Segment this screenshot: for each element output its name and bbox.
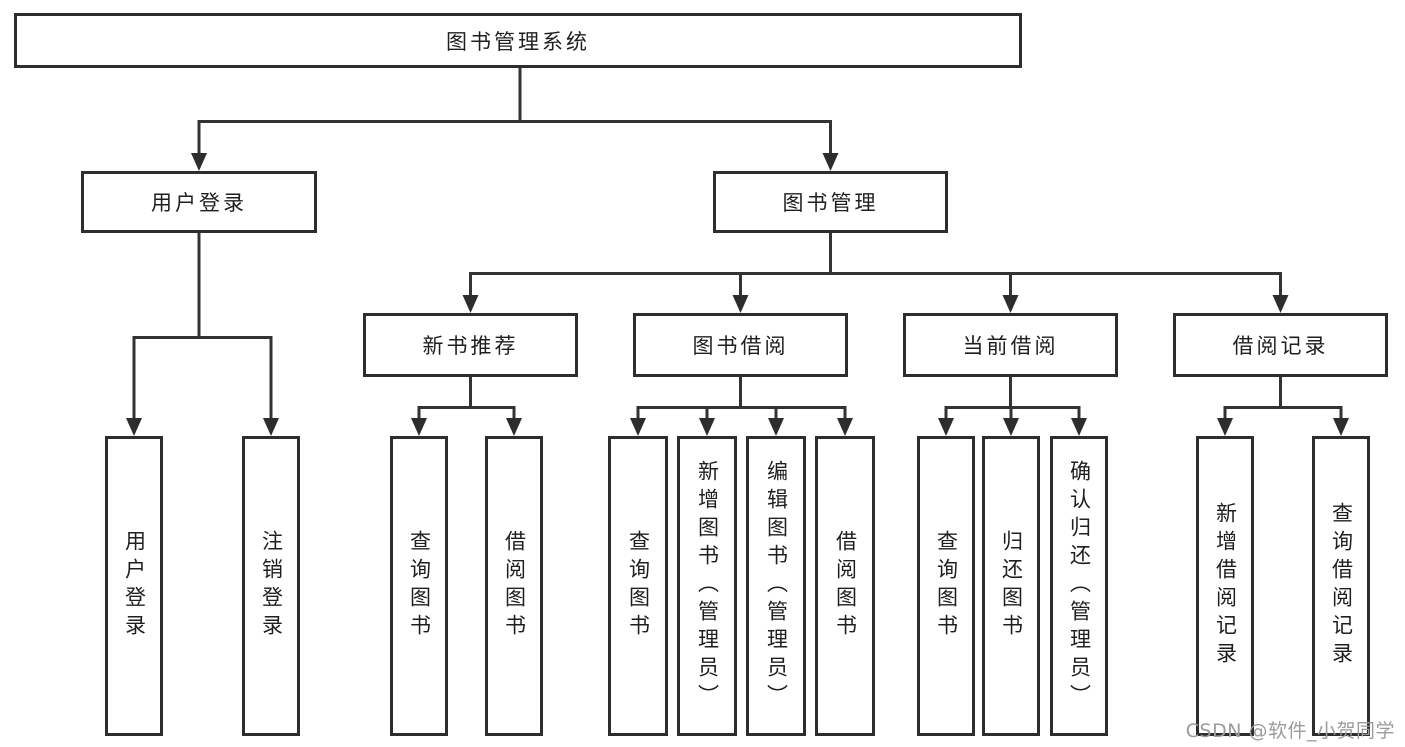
edge-borrowing-records-to-leaves — [1223, 377, 1343, 419]
leaf-cb-return-books: 归还图书 — [982, 436, 1040, 736]
node-user-login: 用户登录 — [81, 171, 317, 233]
edge-book-mgmt-to-level3 — [469, 233, 1282, 296]
csdn-watermark: CSDN @软件_小贺同学 — [1185, 720, 1395, 742]
leaf-logout: 注销登录 — [242, 436, 300, 736]
edge-user-login-to-leaves — [132, 233, 273, 419]
node-book-management-system: 图书管理系统 — [14, 13, 1022, 68]
node-book-management: 图书管理 — [713, 171, 948, 233]
arrowheads — [126, 153, 1349, 436]
leaf-nbr-query-books: 查询图书 — [390, 436, 448, 736]
leaf-nbr-borrow-books: 借阅图书 — [485, 436, 543, 736]
leaf-cb-confirm-return-admin: 确认归还（管理员） — [1050, 436, 1108, 736]
edge-current-borrowing-to-leaves — [944, 377, 1081, 419]
edge-root-to-level2 — [197, 68, 832, 154]
node-current-borrowing: 当前借阅 — [903, 313, 1118, 377]
node-book-borrowing: 图书借阅 — [633, 313, 848, 377]
node-new-book-recommendation: 新书推荐 — [363, 313, 578, 377]
leaf-br-query-record: 查询借阅记录 — [1312, 436, 1370, 736]
leaf-bb-query-books: 查询图书 — [608, 436, 668, 736]
leaf-bb-add-books-admin: 新增图书（管理员） — [677, 436, 737, 736]
edge-book-borrowing-to-leaves — [636, 377, 847, 419]
leaf-user-login: 用户登录 — [105, 436, 163, 736]
leaf-bb-borrow-books: 借阅图书 — [815, 436, 875, 736]
node-borrowing-records: 借阅记录 — [1173, 313, 1388, 377]
leaf-br-add-record: 新增借阅记录 — [1196, 436, 1254, 736]
leaf-cb-query-books: 查询图书 — [917, 436, 975, 736]
leaf-bb-edit-books-admin: 编辑图书（管理员） — [746, 436, 806, 736]
edge-new-book-rec-to-leaves — [417, 377, 516, 419]
